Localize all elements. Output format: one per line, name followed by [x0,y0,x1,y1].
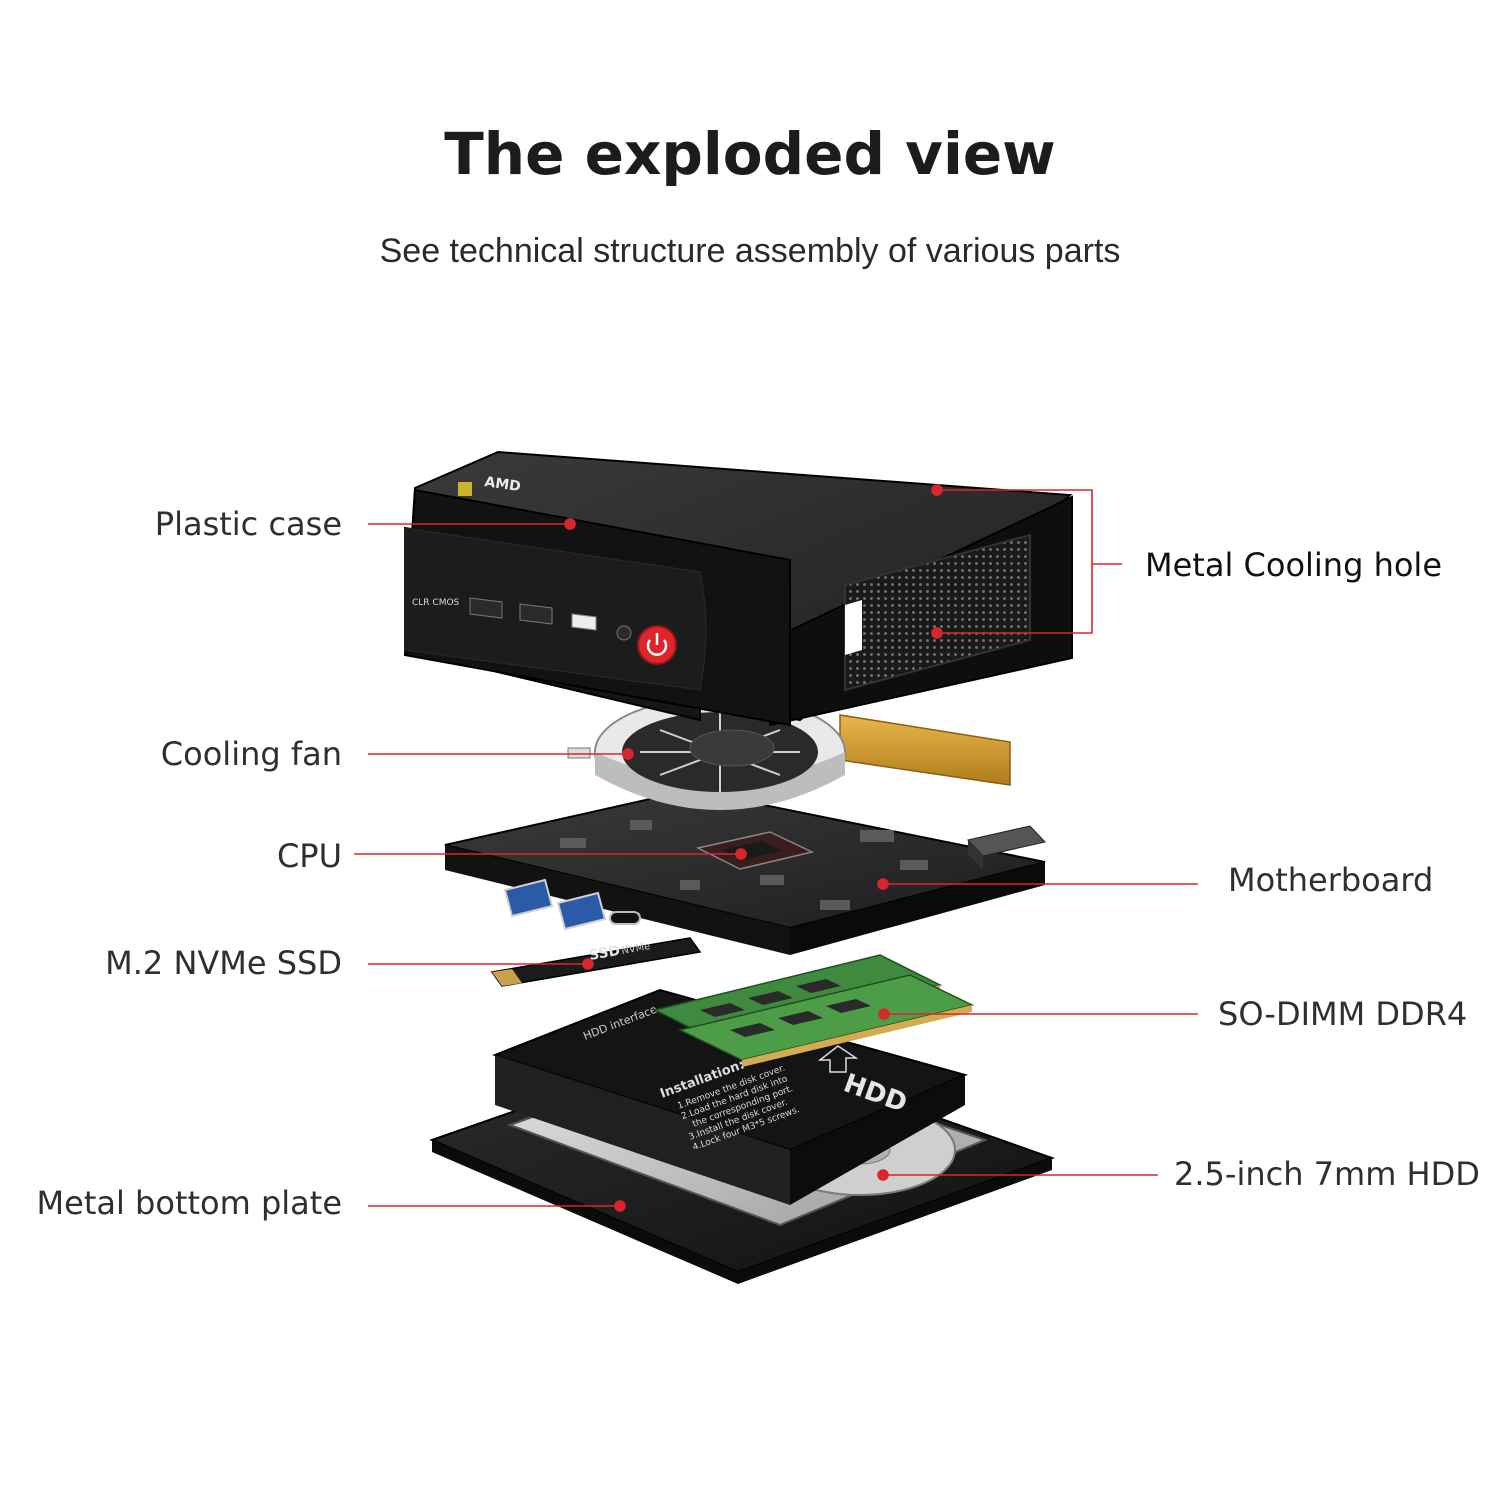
clr-cmos-print: CLR CMOS [412,598,460,608]
leader-lines [354,484,1198,1212]
plastic-case: CLR CMOS AMD [403,450,1073,727]
leader-dot [878,1008,890,1020]
leader-dot [582,958,594,970]
power-icon [646,639,668,656]
page-subtitle: See technical structure assembly of vari… [379,232,1121,270]
brand-logo-badge [458,482,472,496]
leader-dot [614,1200,626,1212]
label-metal-cooling-hole: Metal Cooling hole [1145,546,1442,584]
leader-dot [877,878,889,890]
motherboard [444,788,1046,955]
label-hdd: 2.5-inch 7mm HDD [1174,1155,1480,1193]
label-ram: SO-DIMM DDR4 [1218,995,1468,1033]
ram-modules [652,954,975,1067]
ssd-mark-print: SSD [588,943,621,964]
leader-dot [877,1169,889,1181]
label-bottom-plate: Metal bottom plate [36,1184,342,1222]
leader-dot [931,627,943,639]
ssd-type-print: NVMe [621,941,652,957]
page-title: The exploded view [444,120,1056,188]
hdd-bracket: HDD interface HDD Installation: 1.Remove… [492,988,969,1205]
label-plastic-case: Plastic case [154,505,342,543]
leader-dot [735,848,747,860]
leader-dot [931,484,943,496]
leader-bracket-metal-cooling [937,489,1093,634]
label-motherboard: Motherboard [1228,861,1434,899]
leader-dot [564,518,576,530]
leader-dot [622,748,634,760]
label-cooling-fan: Cooling fan [160,735,342,773]
label-cpu: CPU [276,837,342,875]
label-ssd: M.2 NVMe SSD [105,944,342,982]
arrow-up-icon [817,1045,859,1073]
brand-print: AMD [483,474,521,495]
m2-ssd: SSD NVMe [490,937,702,987]
